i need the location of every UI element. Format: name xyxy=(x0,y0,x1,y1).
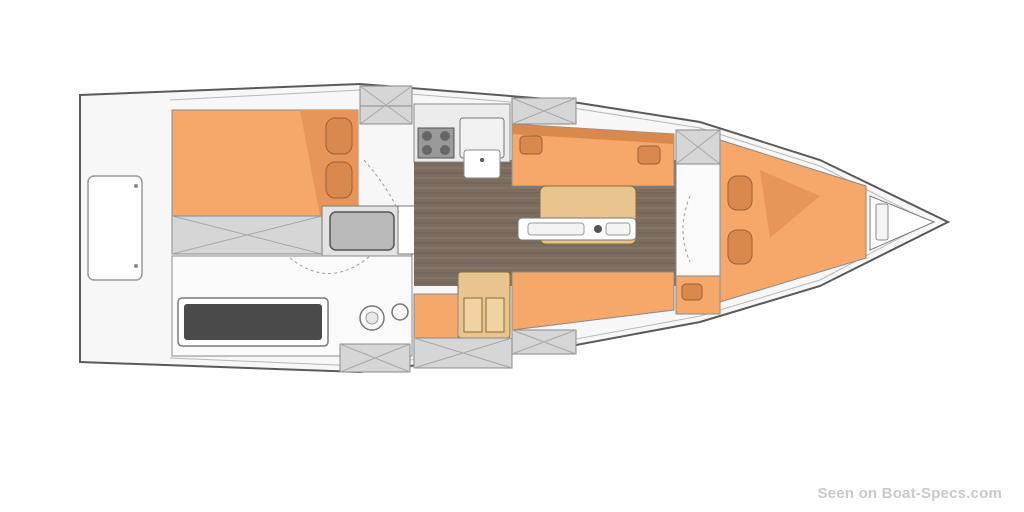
pillow xyxy=(325,117,353,155)
pillow xyxy=(325,161,353,199)
cushion-pillow xyxy=(637,145,661,165)
locker xyxy=(359,85,413,107)
storage-cross xyxy=(511,329,577,355)
cockpit-hatch xyxy=(87,175,143,281)
cushion-pillow xyxy=(519,135,543,155)
v-berth-shadow xyxy=(760,170,820,238)
storage-cross xyxy=(675,129,721,165)
table-slot xyxy=(605,222,631,236)
anchor-hatch xyxy=(875,203,889,241)
quarter-berth-mattress xyxy=(184,304,322,340)
galley-sink-basin xyxy=(463,149,501,179)
hatch-latch xyxy=(134,184,138,188)
burner xyxy=(440,131,450,141)
starboard-settee xyxy=(511,271,675,331)
nav-table-panel xyxy=(485,297,505,333)
mast-step xyxy=(594,225,602,233)
pillow xyxy=(727,229,753,265)
v-berth xyxy=(719,139,867,303)
storage-cross xyxy=(413,337,513,369)
storage-cross xyxy=(511,97,577,125)
faucet xyxy=(480,158,484,162)
sink xyxy=(391,303,409,321)
watermark: Seen on Boat-Specs.com xyxy=(817,485,1002,502)
chart-seat xyxy=(413,293,459,339)
stove xyxy=(417,127,455,159)
locker xyxy=(359,105,413,125)
burner xyxy=(422,145,432,155)
storage-cross xyxy=(339,343,411,373)
hatch-latch xyxy=(134,264,138,268)
door-swing xyxy=(363,159,401,216)
burner xyxy=(422,131,432,141)
nav-table-panel xyxy=(463,297,483,333)
storage-cross xyxy=(359,85,413,125)
table-slot xyxy=(527,222,585,236)
pillow xyxy=(727,175,753,211)
storage-cross xyxy=(171,215,323,255)
door-swing xyxy=(682,195,691,263)
forward-bulkhead xyxy=(675,163,721,277)
engine-block xyxy=(329,211,395,251)
burner xyxy=(440,145,450,155)
port-settee-backrest xyxy=(512,124,674,144)
door-swing xyxy=(289,255,371,274)
toilet-bowl xyxy=(365,311,379,325)
cushion-pillow xyxy=(681,283,703,301)
